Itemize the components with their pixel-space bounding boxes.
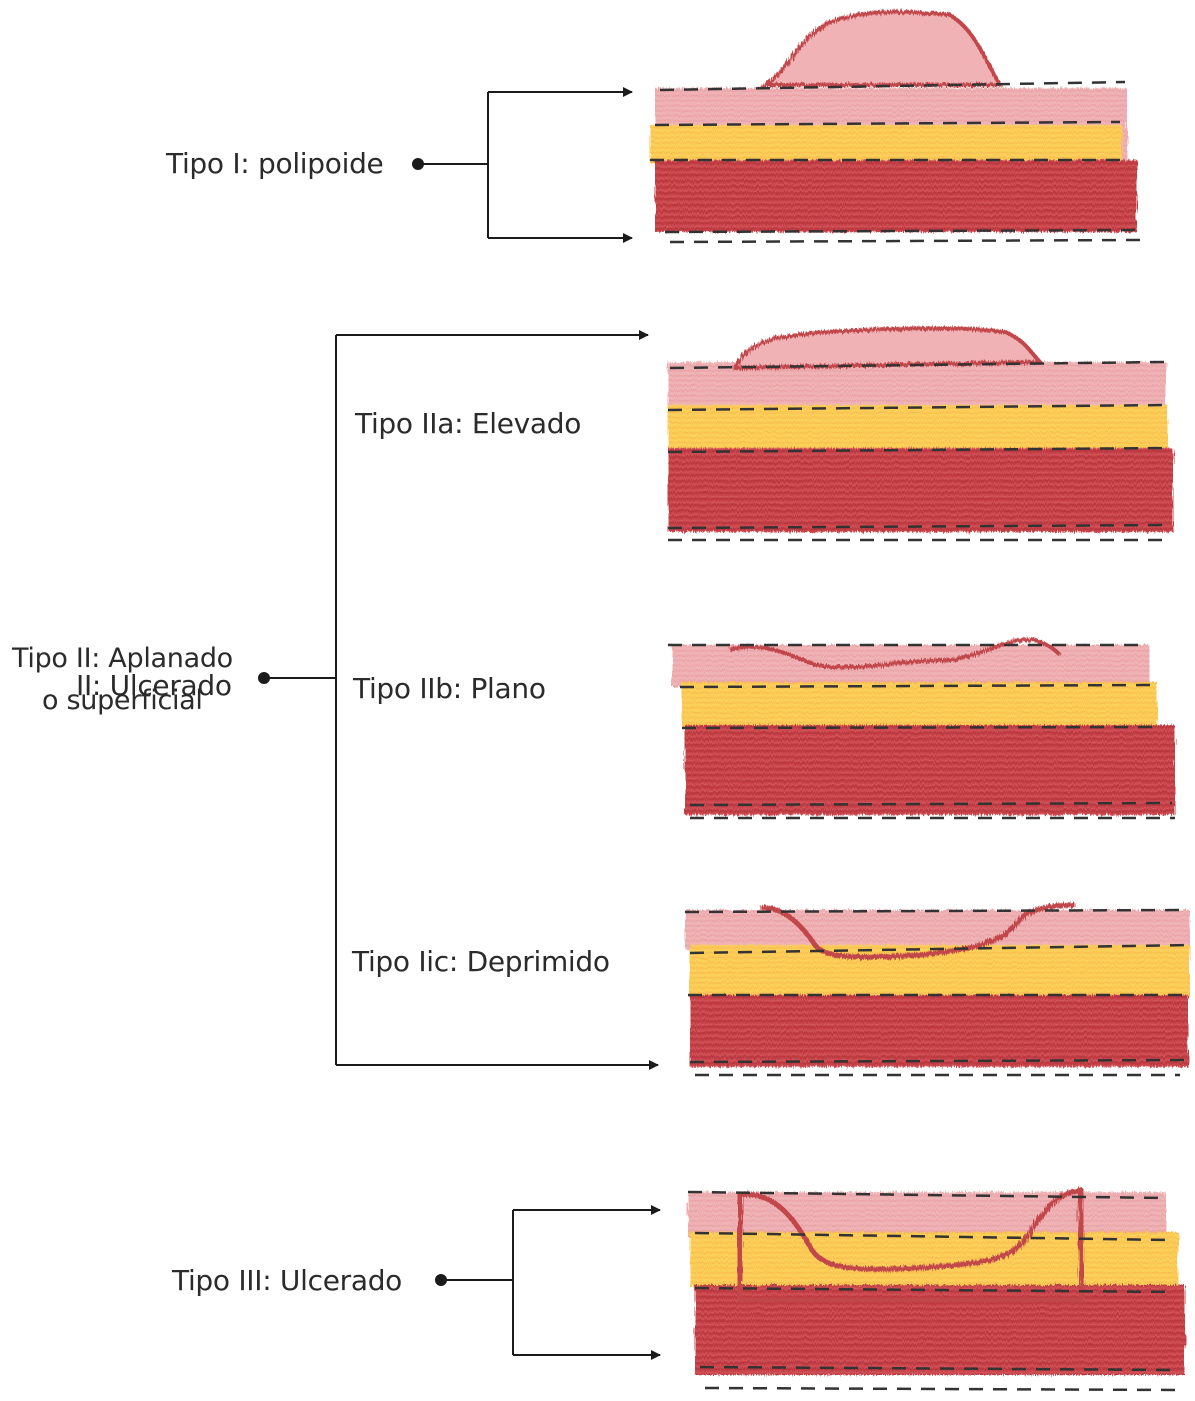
tipo2b-mucosa-layer — [672, 645, 1150, 687]
tipo2a-muscle-layer — [668, 448, 1173, 532]
tipo2a-elevated-lesion — [735, 328, 1040, 368]
tipo2b-label: Tipo IIb: Plano — [353, 675, 546, 703]
tipo3-tissue-illustration — [688, 1190, 1185, 1375]
tipo2-label-line1: Tipo II: Aplanado — [12, 645, 233, 672]
tipo2c-label: Tipo Iic: Deprimido — [352, 948, 610, 976]
tipo2b-submucosa-layer — [682, 682, 1157, 728]
tipo2b-muscle-layer — [685, 725, 1175, 815]
tipo1-muscle-layer — [655, 160, 1137, 232]
tipo2a-label: Tipo IIa: Elevado — [355, 410, 581, 438]
tipo2c-tissue-illustration — [685, 905, 1190, 1067]
tipo2-label-line2: o superficial — [42, 687, 203, 714]
tipo3-label: Tipo III: Ulcerado — [172, 1267, 402, 1295]
tipo3-connector — [435, 1210, 660, 1355]
tipo1-submucosa-layer — [650, 125, 1122, 163]
tipo2c-muscle-layer — [690, 995, 1188, 1067]
tipo1-label: Tipo I: polipoide — [166, 150, 383, 178]
tipo2a-tissue-illustration — [668, 328, 1173, 532]
tipo1-connector — [412, 92, 632, 238]
tipo1-polyp-lesion — [765, 12, 1000, 85]
tipo2a-submucosa-layer — [668, 405, 1168, 453]
